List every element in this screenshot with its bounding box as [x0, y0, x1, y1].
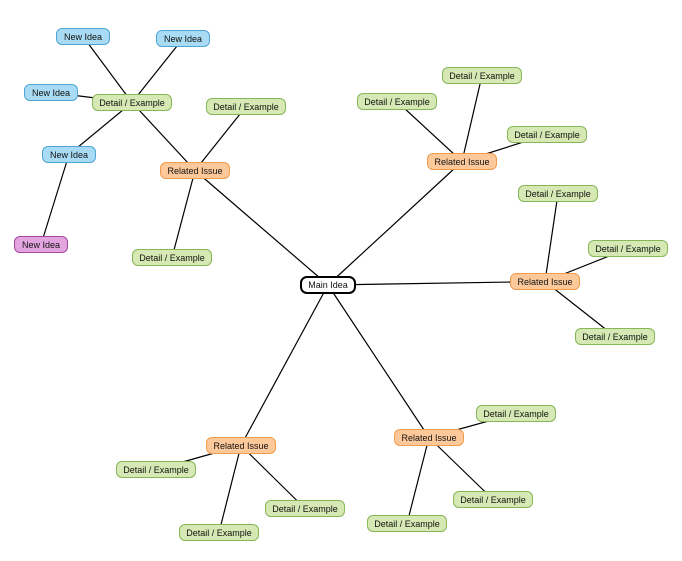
connector-d1a-ni4 [68, 102, 133, 155]
detail-example-node[interactable]: Detail / Example [453, 491, 533, 508]
node-label: Related Issue [213, 440, 269, 451]
detail-example-node[interactable]: Detail / Example [476, 405, 556, 422]
related-issue-node[interactable]: Related Issue [510, 273, 580, 290]
node-label: Detail / Example [272, 503, 338, 514]
node-label: Related Issue [517, 276, 573, 287]
connector-main-ri3 [327, 280, 546, 286]
connector-ri5-d5c [406, 437, 430, 524]
detail-example-node[interactable]: Detail / Example [92, 94, 172, 111]
node-label: Detail / Example [364, 96, 430, 107]
node-label: Detail / Example [449, 70, 515, 81]
connector-main-ri4 [240, 284, 329, 446]
detail-example-node[interactable]: Detail / Example [132, 249, 212, 266]
detail-example-node[interactable]: Detail / Example [357, 93, 437, 110]
connector-d1a-ni1 [82, 36, 133, 103]
detail-example-node[interactable]: Detail / Example [367, 515, 447, 532]
related-issue-node[interactable]: Related Issue [427, 153, 497, 170]
connector-ri1-d1b [194, 106, 247, 171]
related-issue-node[interactable]: Related Issue [206, 437, 276, 454]
node-label: Detail / Example [460, 494, 526, 505]
connector-ri5-d5b [428, 437, 494, 500]
node-label: New Idea [21, 239, 61, 250]
detail-example-node[interactable]: Detail / Example [507, 126, 587, 143]
node-label: Detail / Example [213, 101, 279, 112]
detail-example-node[interactable]: Detail / Example [518, 185, 598, 202]
node-label: Detail / Example [483, 408, 549, 419]
detail-example-node[interactable]: Detail / Example [206, 98, 286, 115]
node-label: New Idea [63, 31, 103, 42]
node-label: Detail / Example [123, 464, 189, 475]
detail-example-node[interactable]: Detail / Example [265, 500, 345, 517]
node-label: Related Issue [167, 165, 223, 176]
connector-ri2-d2a [461, 75, 483, 162]
connector-d1a-ni2 [131, 38, 184, 103]
new-idea-node[interactable]: New Idea [156, 30, 210, 47]
main-idea-node[interactable]: Main Idea [300, 276, 356, 294]
related-issue-node[interactable]: Related Issue [160, 162, 230, 179]
node-label: New Idea [49, 149, 89, 160]
node-label: Related Issue [401, 432, 457, 443]
detail-example-node[interactable]: Detail / Example [575, 328, 655, 345]
node-label: Detail / Example [374, 518, 440, 529]
node-label: Detail / Example [186, 527, 252, 538]
node-label: Detail / Example [514, 129, 580, 140]
connector-ri4-d4b [240, 445, 306, 509]
detail-example-node[interactable]: Detail / Example [588, 240, 668, 257]
new-idea-node[interactable]: New Idea [24, 84, 78, 101]
connector-main-ri2 [327, 161, 463, 286]
node-label: New Idea [163, 33, 203, 44]
connector-ri3-d3a [544, 193, 559, 282]
node-label: Detail / Example [139, 252, 205, 263]
related-issue-node[interactable]: Related Issue [394, 429, 464, 446]
connector-ri1-d1a [131, 102, 196, 171]
connector-ri1-d1c [171, 170, 196, 258]
node-label: Detail / Example [525, 188, 591, 199]
detail-example-node[interactable]: Detail / Example [442, 67, 522, 84]
connector-main-ri1 [194, 170, 329, 286]
node-label: New Idea [31, 87, 71, 98]
node-label: Main Idea [308, 280, 348, 290]
connector-main-ri5 [327, 284, 430, 438]
connector-ri2-d2b [396, 101, 463, 162]
new-idea-node[interactable]: New Idea [42, 146, 96, 163]
detail-example-node[interactable]: Detail / Example [116, 461, 196, 478]
node-label: Detail / Example [582, 331, 648, 342]
connector-ri3-d3c [544, 281, 616, 337]
new-idea-node[interactable]: New Idea [56, 28, 110, 45]
node-label: Related Issue [434, 156, 490, 167]
node-label: Detail / Example [99, 97, 165, 108]
connector-ni4-ni5 [40, 154, 70, 245]
detail-example-node[interactable]: Detail / Example [179, 524, 259, 541]
connector-ri4-d4c [218, 445, 242, 533]
new-idea-node-highlighted[interactable]: New Idea [14, 236, 68, 253]
node-label: Detail / Example [595, 243, 661, 254]
